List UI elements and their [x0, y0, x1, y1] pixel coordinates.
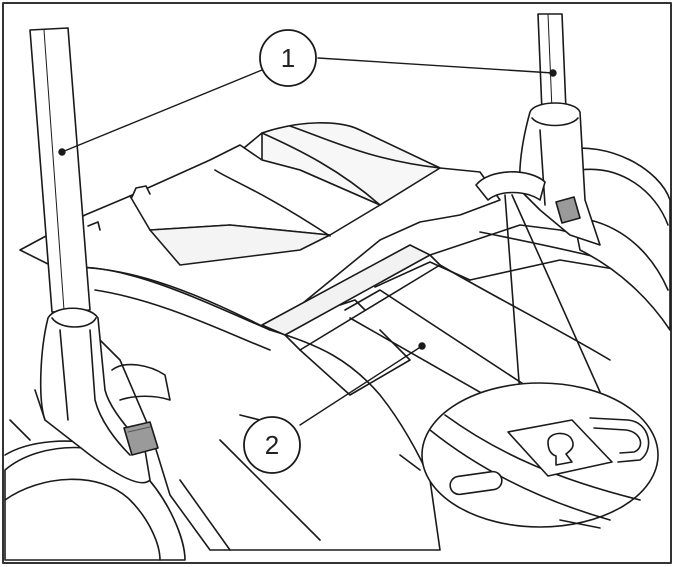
right-latch-icon [555, 196, 581, 224]
keyhole-plate-icon [507, 419, 613, 477]
callout-1-label: 1 [281, 43, 295, 73]
leader-line-2 [299, 345, 423, 426]
callout-1: 1 [259, 29, 317, 87]
left-handle-bar [29, 27, 171, 484]
leader-lines [58, 57, 557, 426]
leader-dot [418, 342, 426, 350]
machine-body [9, 122, 671, 551]
leader-line-1-left [61, 69, 263, 153]
left-latch-icon [123, 421, 159, 456]
leader-dot [549, 69, 557, 77]
right-wheel [559, 147, 671, 331]
leader-dot [58, 148, 66, 156]
callout-2: 2 [243, 416, 301, 474]
callout-2-label: 2 [265, 430, 279, 460]
hook-icon [589, 417, 650, 463]
detail-magnifier [421, 194, 659, 529]
leader-line-1-right [317, 57, 554, 74]
right-handle-bar [475, 13, 601, 246]
